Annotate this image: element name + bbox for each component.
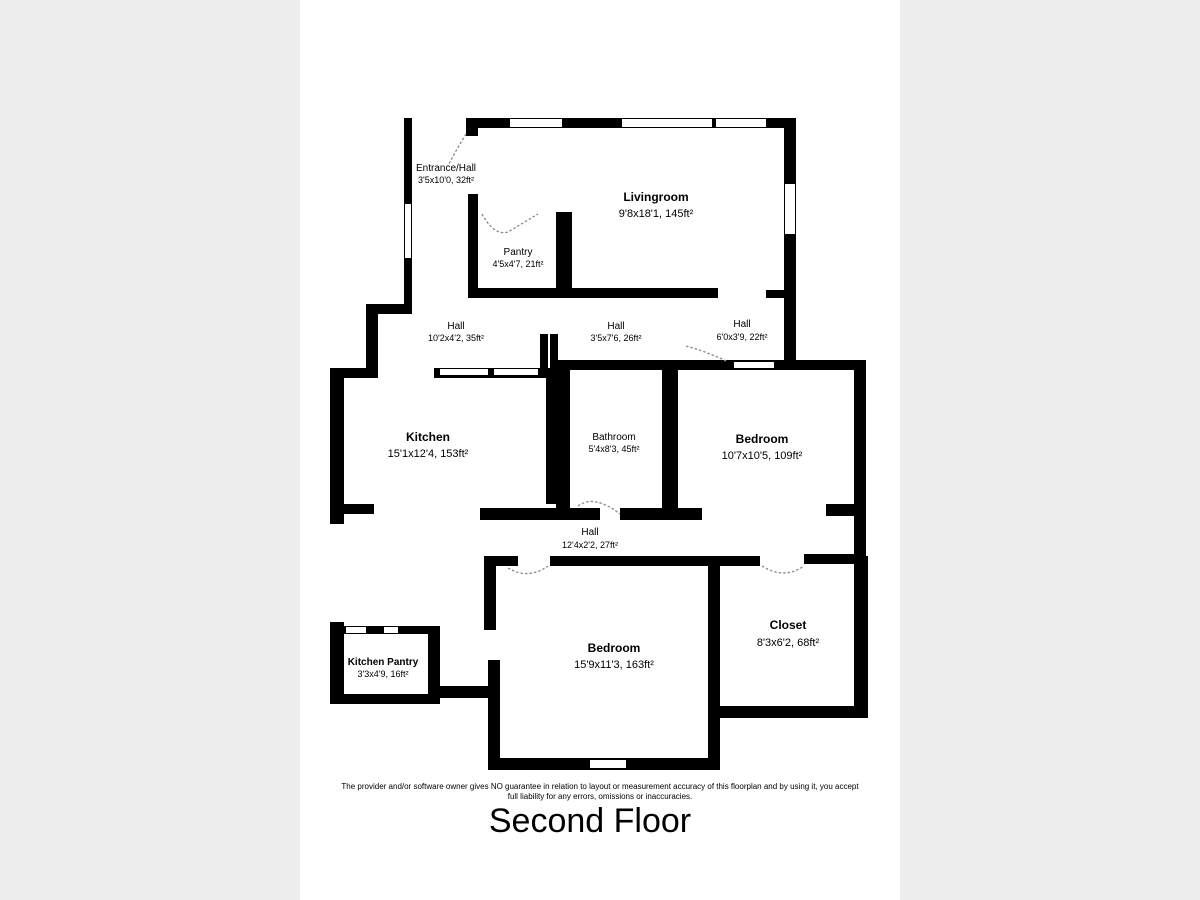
disclaimer-line-1: The provider and/or software owner gives… xyxy=(341,782,859,791)
room-pantry-dims: 4'5x4'7, 21ft² xyxy=(493,259,544,269)
room-entrance-name: Entrance/Hall xyxy=(416,163,476,174)
room-bathroom-name: Bathroom xyxy=(592,432,635,443)
room-bedroom-lower-dims: 15'9x11'3, 163ft² xyxy=(574,659,654,671)
room-hall-right-dims: 6'0x3'9, 22ft² xyxy=(717,332,768,342)
room-pantry-name: Pantry xyxy=(504,247,533,258)
room-hall-mid-name: Hall xyxy=(607,321,624,332)
room-bedroom-upper-name: Bedroom xyxy=(736,432,789,446)
room-hall-left-dims: 10'2x4'2, 35ft² xyxy=(428,333,484,343)
room-bedroom-lower-name: Bedroom xyxy=(588,641,641,655)
floor-title: Second Floor xyxy=(488,802,692,840)
room-livingroom-dims: 9'8x18'1, 145ft² xyxy=(619,208,694,220)
room-hall-mid-dims: 3'5x7'6, 26ft² xyxy=(591,333,642,343)
room-bathroom-dims: 5'4x8'3, 45ft² xyxy=(589,444,640,454)
disclaimer-line-2: full liability for any errors, omissions… xyxy=(507,792,693,801)
room-entrance-dims: 3'5x10'0, 32ft² xyxy=(418,175,474,185)
room-kitchen-name: Kitchen xyxy=(406,430,450,444)
room-closet-name: Closet xyxy=(770,618,807,632)
room-kitchen-pantry-dims: 3'3x4'9, 16ft² xyxy=(358,669,409,679)
room-hall-right-name: Hall xyxy=(733,319,750,330)
room-labels: Entrance/Hall 3'5x10'0, 32ft² Livingroom… xyxy=(348,163,820,679)
room-kitchen-dims: 15'1x12'4, 153ft² xyxy=(388,448,469,460)
disclaimer: The provider and/or software owner gives… xyxy=(300,782,900,802)
room-kitchen-pantry-name: Kitchen Pantry xyxy=(348,657,419,668)
room-hall-lower-dims: 12'4x2'2, 27ft² xyxy=(562,540,618,550)
door-swings xyxy=(447,133,805,575)
floorplan-sheet xyxy=(300,0,900,900)
room-hall-left-name: Hall xyxy=(447,321,464,332)
windows xyxy=(331,119,795,768)
room-closet-dims: 8'3x6'2, 68ft² xyxy=(757,637,820,649)
walls xyxy=(330,118,868,770)
room-bedroom-upper-dims: 10'7x10'5, 109ft² xyxy=(722,450,803,462)
room-livingroom-name: Livingroom xyxy=(623,190,688,204)
room-hall-lower-name: Hall xyxy=(581,527,598,538)
